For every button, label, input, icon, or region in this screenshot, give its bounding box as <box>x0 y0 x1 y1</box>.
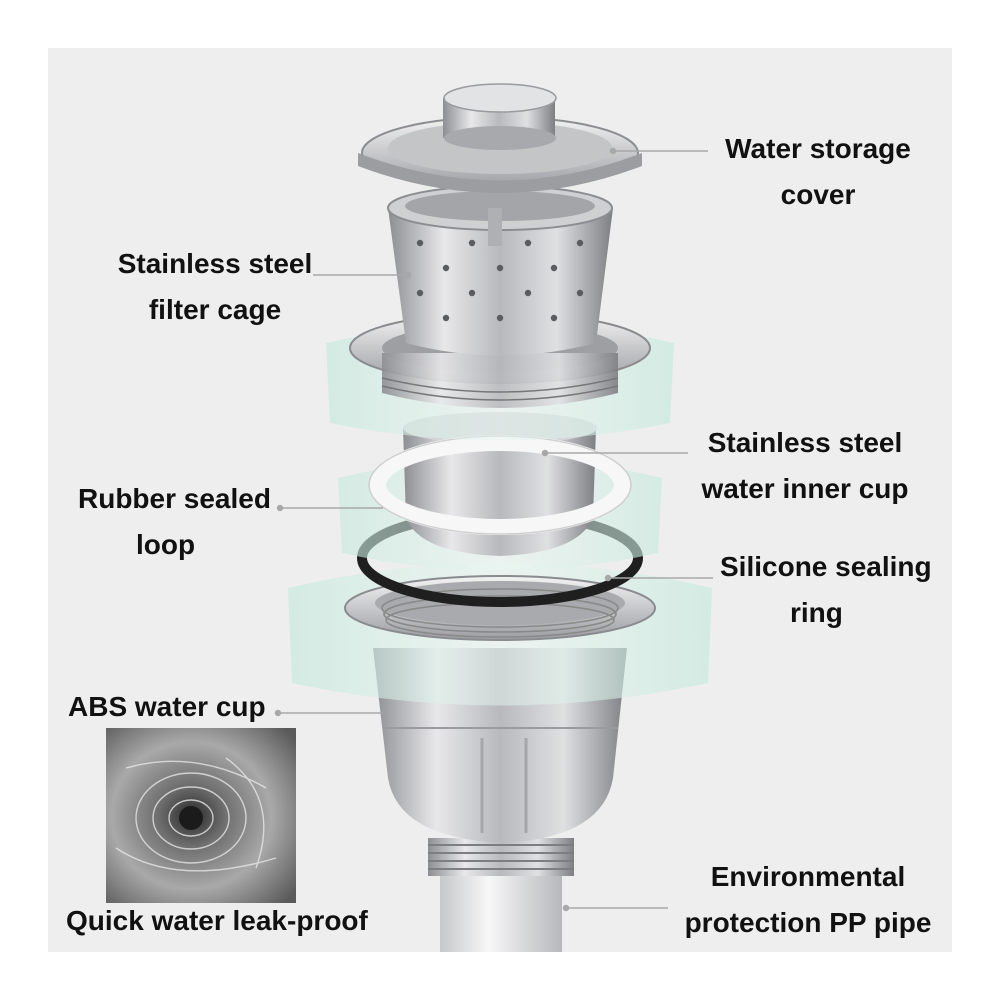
filter-hole <box>468 239 476 247</box>
label-water-storage-cover: Water storage cover <box>725 133 911 210</box>
filter-hole <box>576 289 584 297</box>
label-filter-cage: Stainless steel filter cage <box>117 248 313 325</box>
leak-proof-swirl-photo <box>106 728 296 903</box>
label-silicone-sealing-ring: Silicone sealing ring <box>720 551 932 628</box>
label-pp-pipe: Environmental protection PP pipe <box>684 861 932 938</box>
label-rubber-sealed-loop: Rubber sealed loop <box>78 483 271 560</box>
filter-hole <box>468 289 476 297</box>
filter-cage <box>387 185 613 356</box>
filter-hole <box>442 314 450 322</box>
pp-pipe <box>428 838 574 952</box>
filter-hole <box>496 264 504 272</box>
filter-hole <box>416 239 424 247</box>
leader-lines <box>274 147 713 912</box>
product-diagram-panel: Water storage cover Stainless steel filt… <box>48 48 952 952</box>
filter-hole <box>416 289 424 297</box>
filter-hole <box>442 264 450 272</box>
label-abs-water-cup: ABS water cup <box>68 691 266 722</box>
filter-hole <box>550 264 558 272</box>
water-storage-cover <box>358 83 642 193</box>
rubber-sealed-loop <box>370 435 630 535</box>
filter-hole <box>576 239 584 247</box>
sink-strainer-exploded-illustration <box>274 83 713 952</box>
filter-hole <box>550 314 558 322</box>
label-inner-cup: Stainless steel water inner cup <box>701 427 909 504</box>
filter-hole <box>524 239 532 247</box>
filter-hole <box>496 314 504 322</box>
label-quick-leak-proof: Quick water leak-proof <box>66 905 368 936</box>
filter-hole <box>524 289 532 297</box>
